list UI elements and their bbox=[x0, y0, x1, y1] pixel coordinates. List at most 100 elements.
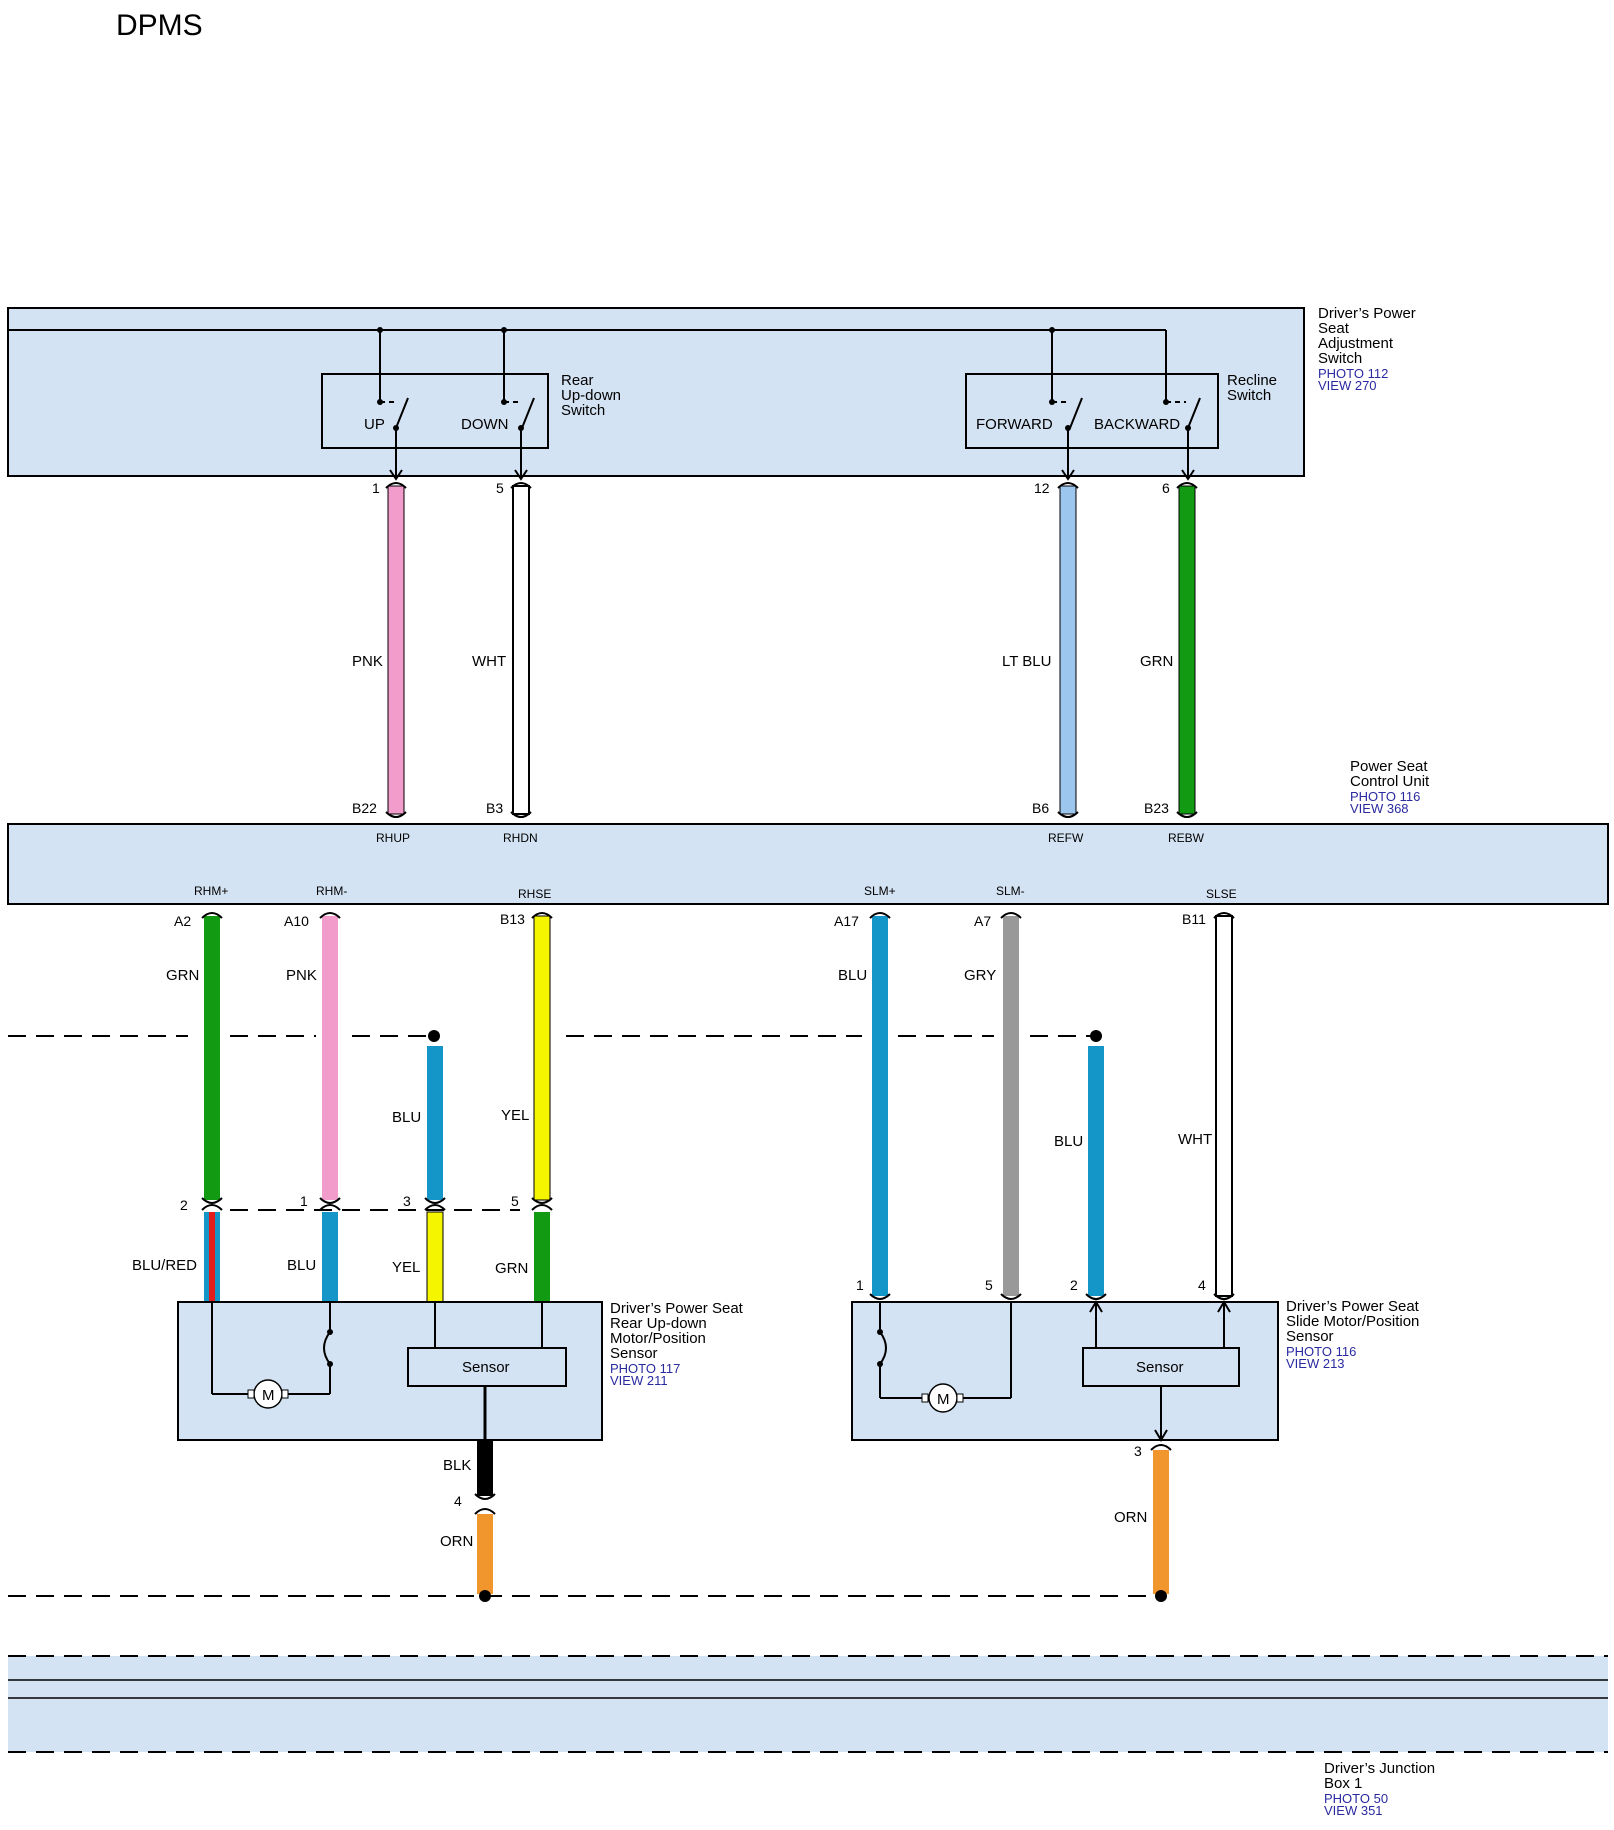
control-unit-view: VIEW 368 bbox=[1350, 801, 1409, 816]
rear-motor-name-1: Driver’s Power Seat bbox=[610, 1300, 744, 1317]
wire-rhm-minus-color: PNK bbox=[286, 967, 317, 984]
junction-box-name-2: Box 1 bbox=[1324, 1775, 1362, 1792]
wire-rhse: RHSE B13 YEL 5 GRN bbox=[495, 887, 553, 1302]
junction-box-view: VIEW 351 bbox=[1324, 1803, 1383, 1818]
rear-motor-name-3: Motor/Position bbox=[610, 1330, 706, 1347]
forward-label: FORWARD bbox=[976, 416, 1053, 433]
wire-rebw: 6 GRN B23 REBW bbox=[1140, 480, 1205, 845]
pin-b11: B11 bbox=[1182, 911, 1206, 927]
pin-a2: A2 bbox=[174, 913, 191, 929]
rear-motor-photo: PHOTO 117 bbox=[610, 1361, 680, 1376]
junction-box-name-1: Driver’s Junction bbox=[1324, 1760, 1435, 1777]
wire-slide-ground-orn bbox=[1153, 1450, 1169, 1594]
wire-rear-sensor-blu-lower bbox=[426, 1211, 444, 1303]
wire-slide-sensor-blu: BLU 2 bbox=[1054, 1046, 1107, 1300]
rear-motor-block bbox=[177, 1301, 603, 1441]
adjustment-switch-name-3: Adjustment bbox=[1318, 335, 1394, 352]
rear-sensor-label: Sensor bbox=[462, 1359, 510, 1376]
pin-b22: B22 bbox=[352, 800, 377, 816]
wire-refw-color: LT BLU bbox=[1002, 653, 1051, 670]
wire-rear-sensor-yel-color: YEL bbox=[392, 1259, 420, 1276]
wire-rhse-color: YEL bbox=[501, 1107, 529, 1124]
rear-motor-symbol: M bbox=[262, 1387, 275, 1404]
pin-5-slide: 5 bbox=[985, 1277, 993, 1293]
wire-slide-ground-orn-color: ORN bbox=[1114, 1509, 1147, 1526]
rear-updown-switch-box bbox=[321, 373, 549, 449]
wire-slse: SLSE B11 WHT 4 bbox=[1178, 887, 1237, 1300]
adjustment-switch-photo: PHOTO 112 bbox=[1318, 366, 1388, 381]
wire-slm-minus-color: GRY bbox=[964, 967, 996, 984]
slide-sensor-box bbox=[1082, 1347, 1240, 1387]
wire-rhm-plus: RHM+ A2 GRN 2 BLU/RED bbox=[132, 884, 228, 1302]
pin-b13: B13 bbox=[500, 911, 525, 927]
wire-rear-ground-blk bbox=[477, 1440, 493, 1496]
wire-rear-ground-orn bbox=[477, 1514, 493, 1594]
adjustment-switch-name-4: Switch bbox=[1318, 350, 1362, 367]
slide-motor-name-2: Slide Motor/Position bbox=[1286, 1313, 1419, 1330]
wire-rhup-body bbox=[387, 485, 405, 815]
slide-motor-internal bbox=[877, 1300, 1231, 1442]
wire-rhdn: 5 WHT B3 RHDN bbox=[472, 480, 538, 845]
wire-rear-sensor-blu-upper bbox=[427, 1046, 443, 1200]
wire-rhup: 1 PNK B22 RHUP bbox=[352, 480, 410, 845]
slide-motor-block bbox=[851, 1301, 1279, 1441]
pin-2-slide: 2 bbox=[1070, 1277, 1078, 1293]
rear-switch-name-2: Up-down bbox=[561, 387, 621, 404]
rear-switch-name-3: Switch bbox=[561, 402, 605, 419]
signal-slm-plus: SLM+ bbox=[864, 884, 896, 898]
wire-rhse-upper bbox=[533, 915, 551, 1201]
wire-rear-ground-orn-color: ORN bbox=[440, 1533, 473, 1550]
wire-rhm-minus-lower bbox=[322, 1212, 338, 1302]
wire-slm-minus-body bbox=[1003, 916, 1019, 1296]
diagram-title: DPMS bbox=[116, 9, 203, 42]
wire-blu-red-color: BLU/RED bbox=[132, 1257, 197, 1274]
rear-motor-name-4: Sensor bbox=[610, 1345, 658, 1362]
rear-motor-name-2: Rear Up-down bbox=[610, 1315, 707, 1332]
wire-rhse-lower bbox=[534, 1212, 550, 1302]
pin-b3: B3 bbox=[486, 800, 503, 816]
up-label: UP bbox=[364, 416, 385, 433]
slide-motor-name-3: Sensor bbox=[1286, 1328, 1334, 1345]
slide-sensor-label: Sensor bbox=[1136, 1359, 1184, 1376]
rear-motor-view: VIEW 211 bbox=[610, 1373, 668, 1388]
pin-2: 2 bbox=[180, 1197, 188, 1213]
forward-contact bbox=[1049, 397, 1083, 481]
wire-rhm-minus-upper bbox=[322, 916, 338, 1200]
pin-5: 5 bbox=[496, 480, 504, 496]
wire-slse-body bbox=[1215, 915, 1233, 1297]
rear-switch-name-1: Rear bbox=[561, 372, 594, 389]
wire-rear-sensor-blu-color: BLU bbox=[392, 1109, 421, 1126]
harness-boundary-lower bbox=[8, 1590, 1167, 1602]
up-contact bbox=[377, 397, 409, 481]
signal-slm-minus: SLM- bbox=[996, 884, 1025, 898]
slide-motor-name-1: Driver’s Power Seat bbox=[1286, 1298, 1420, 1315]
pin-b6: B6 bbox=[1032, 800, 1049, 816]
wire-rhm-minus-lower-color: BLU bbox=[287, 1257, 316, 1274]
recline-switch-name-1: Recline bbox=[1227, 372, 1277, 389]
wire-slm-plus-color: BLU bbox=[838, 967, 867, 984]
adjustment-switch-view: VIEW 270 bbox=[1318, 378, 1377, 393]
backward-label: BACKWARD bbox=[1094, 416, 1180, 433]
wire-slm-plus: SLM+ A17 BLU 1 bbox=[834, 884, 896, 1300]
recline-switch-name-2: Switch bbox=[1227, 387, 1271, 404]
wire-rear-sensor-blu: BLU 3 YEL bbox=[392, 1046, 446, 1303]
wire-rhm-minus: RHM- A10 PNK 1 BLU bbox=[284, 884, 347, 1302]
adjustment-switch-block bbox=[7, 307, 1305, 477]
wire-blu-red-b bbox=[209, 1212, 215, 1302]
pin-b23: B23 bbox=[1144, 800, 1169, 816]
slide-motor-view: VIEW 213 bbox=[1286, 1356, 1345, 1371]
wire-slm-minus: SLM- A7 GRY 5 bbox=[964, 884, 1025, 1300]
signal-rhdn: RHDN bbox=[503, 831, 538, 845]
pin-12: 12 bbox=[1034, 480, 1050, 496]
wire-refw: 12 LT BLU B6 REFW bbox=[1002, 480, 1084, 845]
wire-rhdn-color: WHT bbox=[472, 653, 506, 670]
junction-box-photo: PHOTO 50 bbox=[1324, 1791, 1388, 1806]
adjustment-switch-name-2: Seat bbox=[1318, 320, 1350, 337]
rear-motor-internal bbox=[211, 1302, 543, 1440]
pin-4-ground: 4 bbox=[454, 1493, 462, 1509]
pin-a10: A10 bbox=[284, 913, 309, 929]
wire-slide-ground: 3 ORN bbox=[1114, 1443, 1172, 1594]
pin-1-rear: 1 bbox=[300, 1193, 308, 1209]
wire-rhdn-body bbox=[512, 485, 530, 815]
